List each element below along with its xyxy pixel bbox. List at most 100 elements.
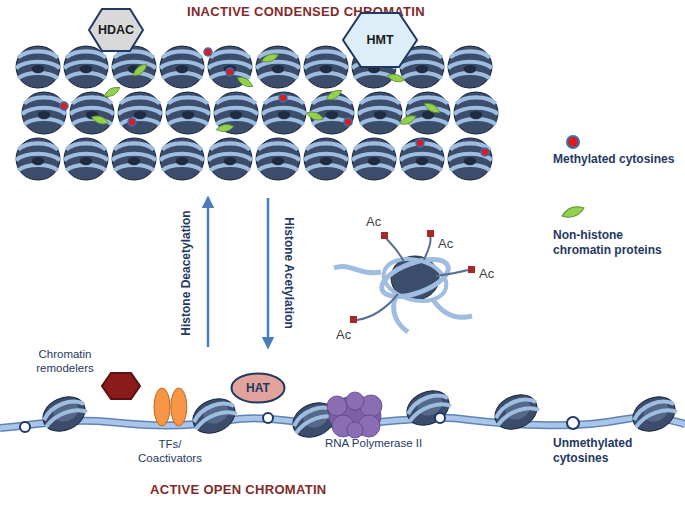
nucleosome (627, 390, 680, 438)
acetyl-label: Ac (479, 266, 494, 281)
protein-leaf (216, 123, 235, 133)
hexagon-outline (102, 373, 140, 399)
nucleosome (358, 92, 402, 134)
methyl-dot (344, 118, 352, 126)
open-chromatin-fiber: ACTIVE OPEN CHROMATINChromatin remodeler… (0, 350, 685, 468)
nucleosome (304, 138, 348, 180)
dna-strand (334, 266, 381, 272)
protein-leaf (422, 100, 441, 115)
protein-leaf (260, 52, 279, 65)
histone-tail (424, 236, 431, 260)
transition-arrow (267, 198, 270, 347)
nucleosome (208, 138, 252, 180)
protein-leaf (131, 62, 149, 79)
nucleosome (166, 92, 210, 134)
process-label: Histone Acetylation (282, 217, 296, 329)
acetyl-label: Ac (438, 236, 453, 251)
protein-leaf (102, 84, 121, 99)
methyl-dot (416, 139, 424, 147)
acetyl-marks (350, 230, 475, 323)
rna-polymerase-shape (325, 392, 385, 438)
nucleosome (401, 384, 454, 432)
protein-leaf (386, 72, 405, 83)
hexagon-outline (89, 9, 143, 51)
acetylated-nucleosome (334, 230, 475, 332)
nucleosome (112, 46, 156, 88)
protein-label: Chromatin remodelers (17, 348, 113, 376)
legend-text: Unmethylated cytosines (553, 436, 681, 466)
nucleosome (118, 92, 162, 134)
nucleosome (256, 138, 300, 180)
nucleosome (187, 392, 240, 440)
protein-leaf (324, 87, 343, 102)
histone-tail (386, 238, 404, 262)
legend-text: Methylated cytosines (553, 152, 681, 167)
dna-strand (394, 296, 408, 332)
nucleosome (112, 138, 156, 180)
protein-label: RNA Polymerase II (325, 437, 422, 451)
nucleosome (16, 138, 60, 180)
chromatin-remodeler-shape (101, 372, 141, 400)
nucleosome (160, 138, 204, 180)
enzyme-label: HDAC (88, 8, 144, 52)
acetyl-mark (427, 230, 434, 237)
protein-leaf (398, 113, 417, 127)
protein-label: TFs/ Coactivators (128, 438, 212, 466)
factor-oval (171, 388, 187, 426)
nucleosome (352, 138, 396, 180)
nucleosome (64, 46, 108, 88)
rna-polymerase: RNA Polymerase II (325, 392, 385, 438)
enzyme-label: HAT (230, 372, 286, 404)
state-heading: ACTIVE OPEN CHROMATIN (150, 482, 327, 498)
nucleosome (400, 138, 444, 180)
acetyl-mark (350, 316, 357, 323)
process-label: Histone Deacetylation (179, 210, 193, 335)
polymerase-lobe (347, 422, 363, 438)
histone-tails (357, 236, 468, 320)
unmethyl-dot (263, 413, 273, 423)
methyl-dot (279, 94, 287, 102)
condensed-chromatin-fiber: INACTIVE CONDENSED CHROMATINHDACHMT (10, 40, 505, 195)
dna-wrap (379, 252, 451, 307)
nucleosome (214, 92, 258, 134)
histone-tail (436, 270, 468, 276)
dna-strand (432, 298, 472, 317)
protein-leaf (235, 74, 254, 89)
nucleosome (64, 138, 108, 180)
nucleosome (22, 92, 66, 134)
transcription-factors: TFs/ Coactivators (150, 386, 190, 428)
nucleosome (262, 92, 306, 134)
hexagon-outline (343, 13, 417, 67)
chromatin-remodeler: Chromatin remodelers (101, 372, 141, 400)
transcription-factors-shape (150, 386, 190, 428)
nucleosome-row (22, 92, 498, 134)
transition-arrow (207, 198, 210, 347)
acetyl-mark (468, 266, 475, 273)
nucleosome (489, 388, 542, 436)
methyl-dot (226, 68, 234, 76)
methyl-dot (204, 48, 212, 56)
nucleosome (304, 46, 348, 88)
acetyl-label: Ac (366, 214, 381, 229)
protein-leaf (90, 114, 109, 127)
legend-text: Non-histone chromatin proteins (553, 228, 681, 258)
hmt-enzyme: HMT (342, 12, 418, 68)
nucleosome (160, 46, 204, 88)
legend-protein-sample (560, 204, 585, 221)
factor-oval (154, 388, 170, 426)
methyl-dot (481, 148, 489, 156)
histone-tail (357, 294, 398, 320)
legend-unmethyl-sample (567, 417, 579, 429)
acetyl-mark (381, 232, 388, 239)
nucleosome (406, 92, 450, 134)
nucleosome (454, 92, 498, 134)
protein-leaf (305, 110, 324, 123)
nucleosome (70, 92, 114, 134)
legend-methyl-sample (567, 136, 579, 148)
nucleosome (256, 46, 300, 88)
acetyl-label: Ac (336, 327, 351, 342)
unmethyl-dot (435, 413, 445, 423)
nucleosome-row (16, 46, 492, 88)
methyl-dot (128, 118, 136, 126)
